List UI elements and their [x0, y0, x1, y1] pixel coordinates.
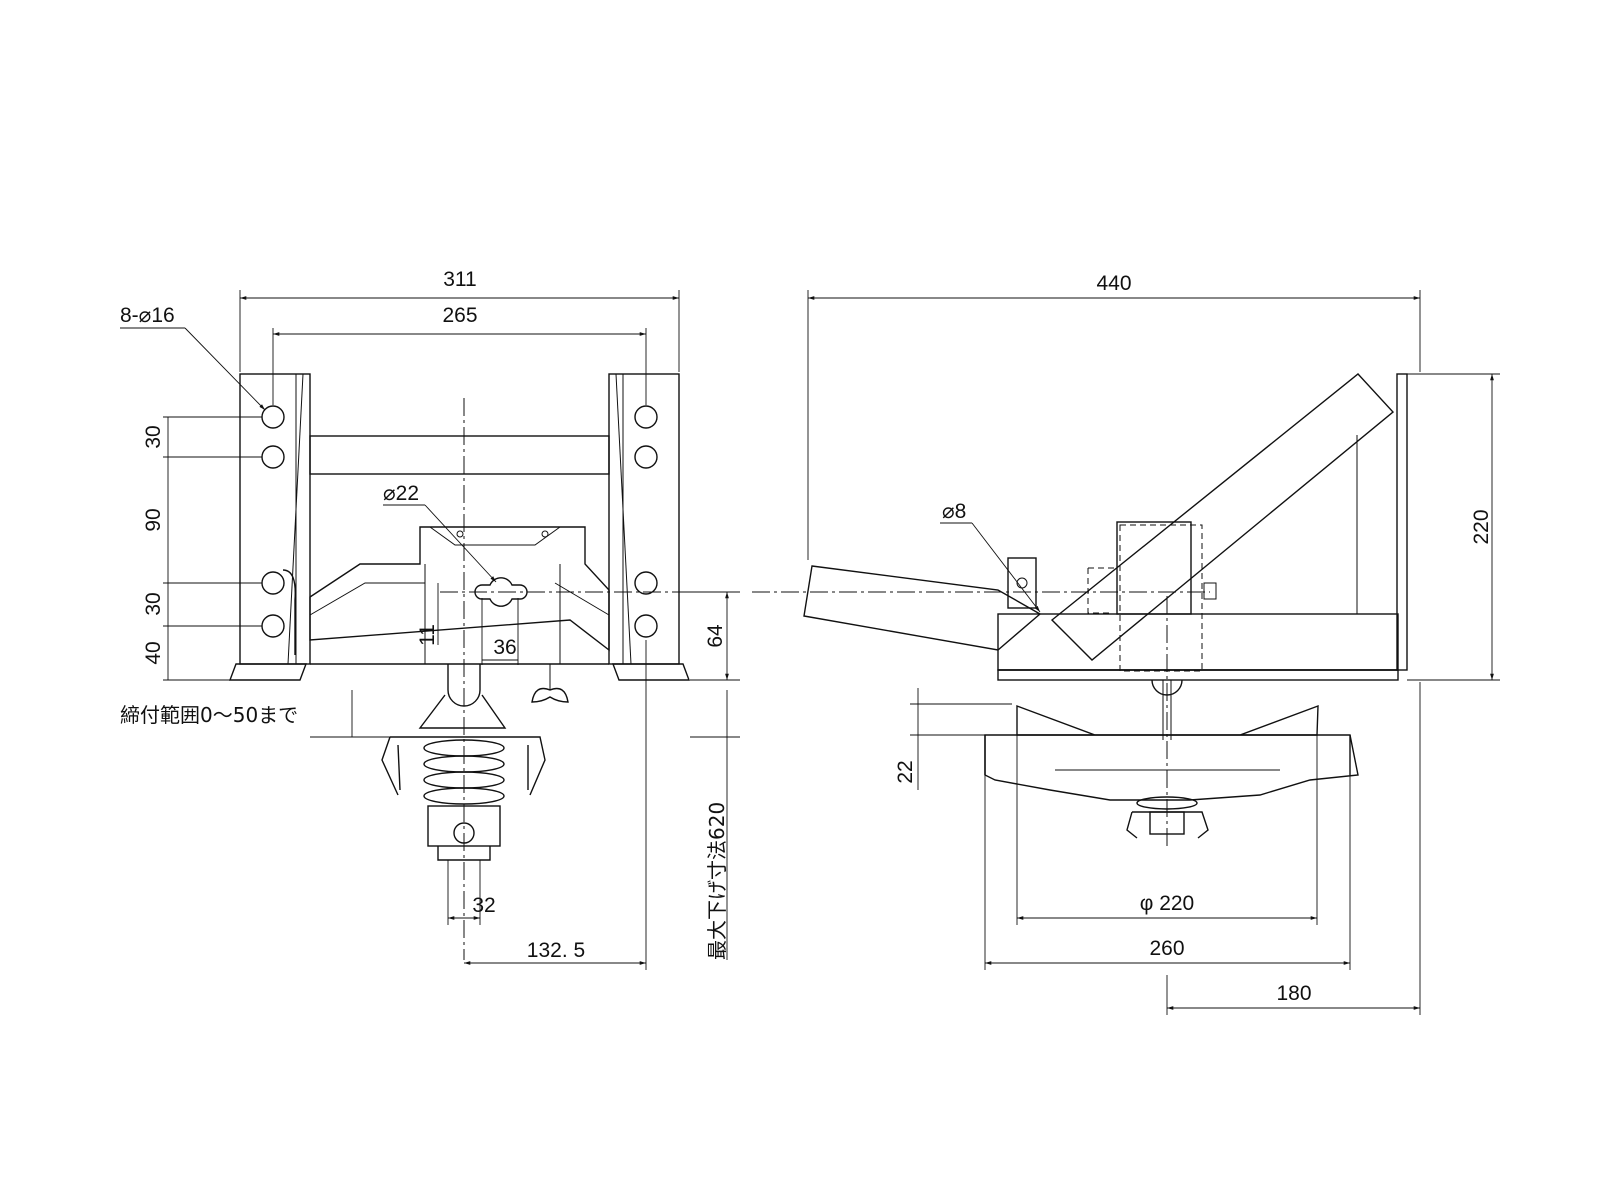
dim-slot: 11 36	[416, 583, 519, 665]
dim-440-text: 440	[1096, 272, 1131, 295]
dim-max-hanging: 最大下げ寸法620	[690, 690, 740, 960]
dim-hole-pitch: 265	[272, 304, 647, 405]
tilted-arm	[1050, 373, 1395, 661]
dim-height: 220	[1407, 373, 1500, 681]
dim-40-text: 40	[142, 641, 165, 664]
dim-180-text: 180	[1276, 982, 1311, 1005]
cross-bar	[309, 435, 610, 475]
left-arm	[803, 565, 1042, 651]
dim-32-text: 32	[472, 894, 495, 917]
dim-plate-diameter: φ 220	[1016, 735, 1318, 925]
dim-22-text: 22	[894, 760, 917, 783]
dim-132-5-text: 132. 5	[527, 939, 585, 962]
dim-22: 22	[894, 688, 1012, 790]
base-body	[997, 613, 1399, 671]
side-view: ⌀8 440 220 22 φ 220	[752, 272, 1500, 1015]
dim-311-text: 311	[443, 268, 476, 291]
dim-180: 180	[1166, 682, 1421, 1015]
dim-64-text: 64	[704, 624, 727, 648]
leader-8-holes: 8-⌀16	[120, 304, 266, 411]
dim-clamp-range: 締付範囲0～50まで	[120, 690, 390, 738]
right-bracket	[608, 373, 691, 681]
dim-90-text: 90	[142, 508, 165, 531]
center-body	[309, 526, 610, 665]
label-holes-text: 8-⌀16	[120, 304, 175, 327]
label-small-hole-text: ⌀8	[942, 500, 966, 523]
back-plate	[1396, 373, 1408, 671]
dim-260: 260	[984, 775, 1351, 970]
dim-260-text: 260	[1149, 937, 1184, 960]
dim-vertical-chain: 30 90 30 40	[142, 416, 262, 681]
spring-bracket	[1126, 796, 1209, 839]
label-center-hole-text: ⌀22	[383, 482, 419, 505]
dim-265-text: 265	[442, 304, 477, 327]
wing-nut	[531, 687, 569, 703]
leader-center-hole: ⌀22	[383, 482, 497, 583]
dim-11-text: 11	[416, 624, 439, 646]
hole-left-1	[261, 405, 285, 429]
dim-overall-length: 440	[807, 272, 1421, 560]
dim-64: 64	[690, 591, 740, 681]
hanger-assembly	[381, 664, 569, 861]
dim-overall-width: 311	[239, 268, 680, 372]
dim-30-bottom-text: 30	[142, 592, 165, 615]
hole-right-1	[634, 405, 658, 429]
dim-220-text: 220	[1470, 509, 1493, 544]
hole-left-2	[261, 445, 285, 469]
dim-132-5: 132. 5	[464, 640, 647, 970]
front-view: 311 265 8-⌀16 ⌀22 30 90	[120, 268, 740, 970]
max-hanging-text: 最大下げ寸法620	[705, 802, 729, 960]
dim-30-top-text: 30	[142, 425, 165, 448]
dim-phi220-text: φ 220	[1140, 892, 1195, 915]
hole-left-3	[261, 571, 285, 595]
hole-right-4	[634, 614, 658, 638]
hole-right-2	[634, 445, 658, 469]
dim-36-text: 36	[493, 636, 516, 659]
hole-left-4	[261, 614, 285, 638]
clamp-range-text: 締付範囲0～50まで	[120, 703, 298, 727]
left-bracket	[228, 373, 311, 681]
dim-32: 32	[447, 860, 496, 925]
leader-small-hole: ⌀8	[940, 500, 1041, 613]
hole-right-3	[634, 571, 658, 595]
